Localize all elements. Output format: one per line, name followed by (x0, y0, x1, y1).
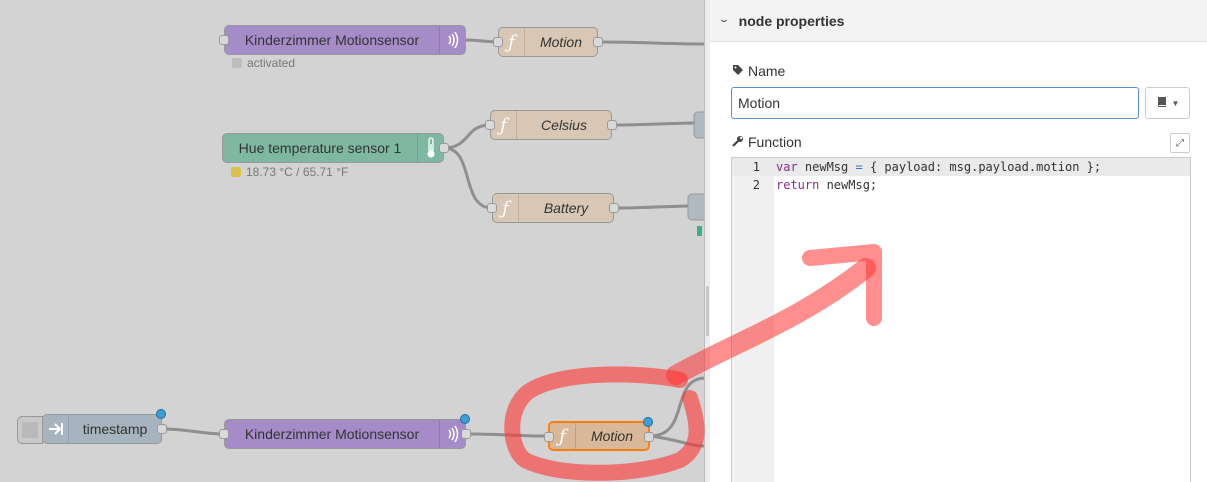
motion-sensor-node[interactable]: Kinderzimmer Motionsensor (219, 25, 466, 55)
code-token: { payload: msg.payload.motion }; (862, 160, 1102, 174)
changed-indicator (460, 414, 470, 424)
inject-trigger-button[interactable] (17, 416, 43, 444)
wireless-icon (439, 420, 465, 448)
function-icon: ƒ (499, 28, 525, 56)
code-token: var (776, 160, 798, 174)
wire (465, 432, 549, 438)
node-label: Kinderzimmer Motionsensor (244, 426, 420, 442)
code-token: newMsg (797, 160, 856, 174)
node-status: 18.73 °C / 65.71 °F (231, 165, 348, 179)
node-properties-panel: › node properties Name ▼ Function ⤢ (710, 0, 1207, 482)
output-port[interactable] (644, 432, 654, 442)
function-icon: ƒ (493, 194, 519, 222)
expand-editor-button[interactable]: ⤢ (1170, 133, 1190, 153)
input-port[interactable] (487, 203, 497, 213)
name-input[interactable] (731, 87, 1139, 119)
motion-sensor-node[interactable]: Kinderzimmer Motionsensor (219, 414, 471, 449)
input-port[interactable] (493, 37, 503, 47)
flow-workspace[interactable]: Kinderzimmer Motionsensor activated ƒ Mo… (0, 0, 704, 482)
editor-gutter (732, 158, 774, 482)
splitter-grip[interactable] (706, 286, 709, 336)
function-node[interactable]: ƒ Motion (493, 27, 603, 57)
wireless-icon (439, 26, 465, 54)
wire (597, 40, 704, 46)
name-label: Name (732, 63, 785, 79)
wrench-icon (732, 135, 744, 150)
changed-indicator (643, 417, 653, 427)
library-button[interactable]: ▼ (1145, 87, 1190, 119)
inject-node[interactable]: timestamp (42, 409, 167, 444)
wire (443, 123, 491, 150)
output-port[interactable] (607, 120, 617, 130)
wire (161, 427, 225, 436)
input-port[interactable] (219, 429, 229, 439)
name-label-text: Name (748, 63, 786, 79)
status-text: 18.73 °C / 65.71 °F (246, 165, 349, 179)
wire (649, 434, 704, 448)
wire (613, 204, 691, 210)
changed-indicator (156, 409, 166, 419)
function-icon: ƒ (491, 111, 517, 139)
flow-wires (161, 38, 704, 448)
output-port[interactable] (593, 37, 603, 47)
status-indicator (231, 167, 241, 177)
code-line[interactable]: 2 return newMsg; (732, 176, 1190, 194)
input-port[interactable] (544, 432, 554, 442)
status-indicator (232, 58, 242, 68)
offscreen-node-status (697, 226, 702, 236)
code-line[interactable]: 1 var newMsg = { payload: msg.payload.mot… (732, 158, 1190, 176)
node-label: timestamp (82, 421, 148, 437)
thermometer-icon (417, 134, 443, 162)
node-label: Motion (590, 428, 634, 444)
function-node[interactable]: ƒ Celsius (485, 110, 617, 140)
caret-down-icon: ▼ (1171, 98, 1180, 108)
input-port[interactable] (485, 120, 495, 130)
wire (611, 121, 698, 127)
tag-icon (732, 64, 744, 79)
code-token: = (855, 160, 863, 174)
node-status: activated (232, 56, 295, 70)
output-port[interactable] (439, 143, 449, 153)
node-label: Battery (543, 200, 589, 216)
trigger-square (22, 422, 38, 438)
panel-section-header[interactable]: › node properties (710, 0, 1207, 42)
line-number: 1 (752, 160, 760, 174)
inject-arrow-icon (43, 415, 69, 443)
node-label: Hue temperature sensor 1 (238, 140, 402, 156)
expand-icon: ⤢ (1176, 137, 1184, 149)
output-port[interactable] (157, 424, 167, 434)
status-text: activated (247, 56, 296, 70)
node-label: Kinderzimmer Motionsensor (244, 32, 420, 48)
offscreen-node-edge (693, 111, 704, 139)
node-label: Celsius (541, 117, 587, 133)
chevron-down-icon[interactable]: › (716, 18, 732, 23)
node-label: Motion (539, 34, 583, 50)
book-icon (1156, 96, 1168, 111)
offscreen-node-edge (687, 193, 704, 221)
code-token: newMsg; (819, 178, 878, 192)
code-token: return (776, 178, 820, 192)
code-text: return newMsg; (776, 176, 877, 194)
function-node-selected[interactable]: ƒ Motion (544, 417, 654, 451)
function-label-text: Function (748, 134, 802, 150)
wire (443, 146, 493, 210)
input-port[interactable] (219, 35, 229, 45)
output-port[interactable] (461, 429, 471, 439)
code-text: var newMsg = { payload: msg.payload.moti… (776, 158, 1101, 176)
function-label: Function (732, 134, 802, 150)
line-number: 2 (752, 178, 760, 192)
code-editor[interactable]: 1 var newMsg = { payload: msg.payload.mot… (731, 157, 1191, 482)
output-port[interactable] (609, 203, 619, 213)
function-node[interactable]: ƒ Battery (487, 193, 619, 223)
wire (649, 376, 704, 438)
hue-temperature-node[interactable]: Hue temperature sensor 1 (222, 133, 449, 163)
section-title: node properties (738, 12, 845, 29)
